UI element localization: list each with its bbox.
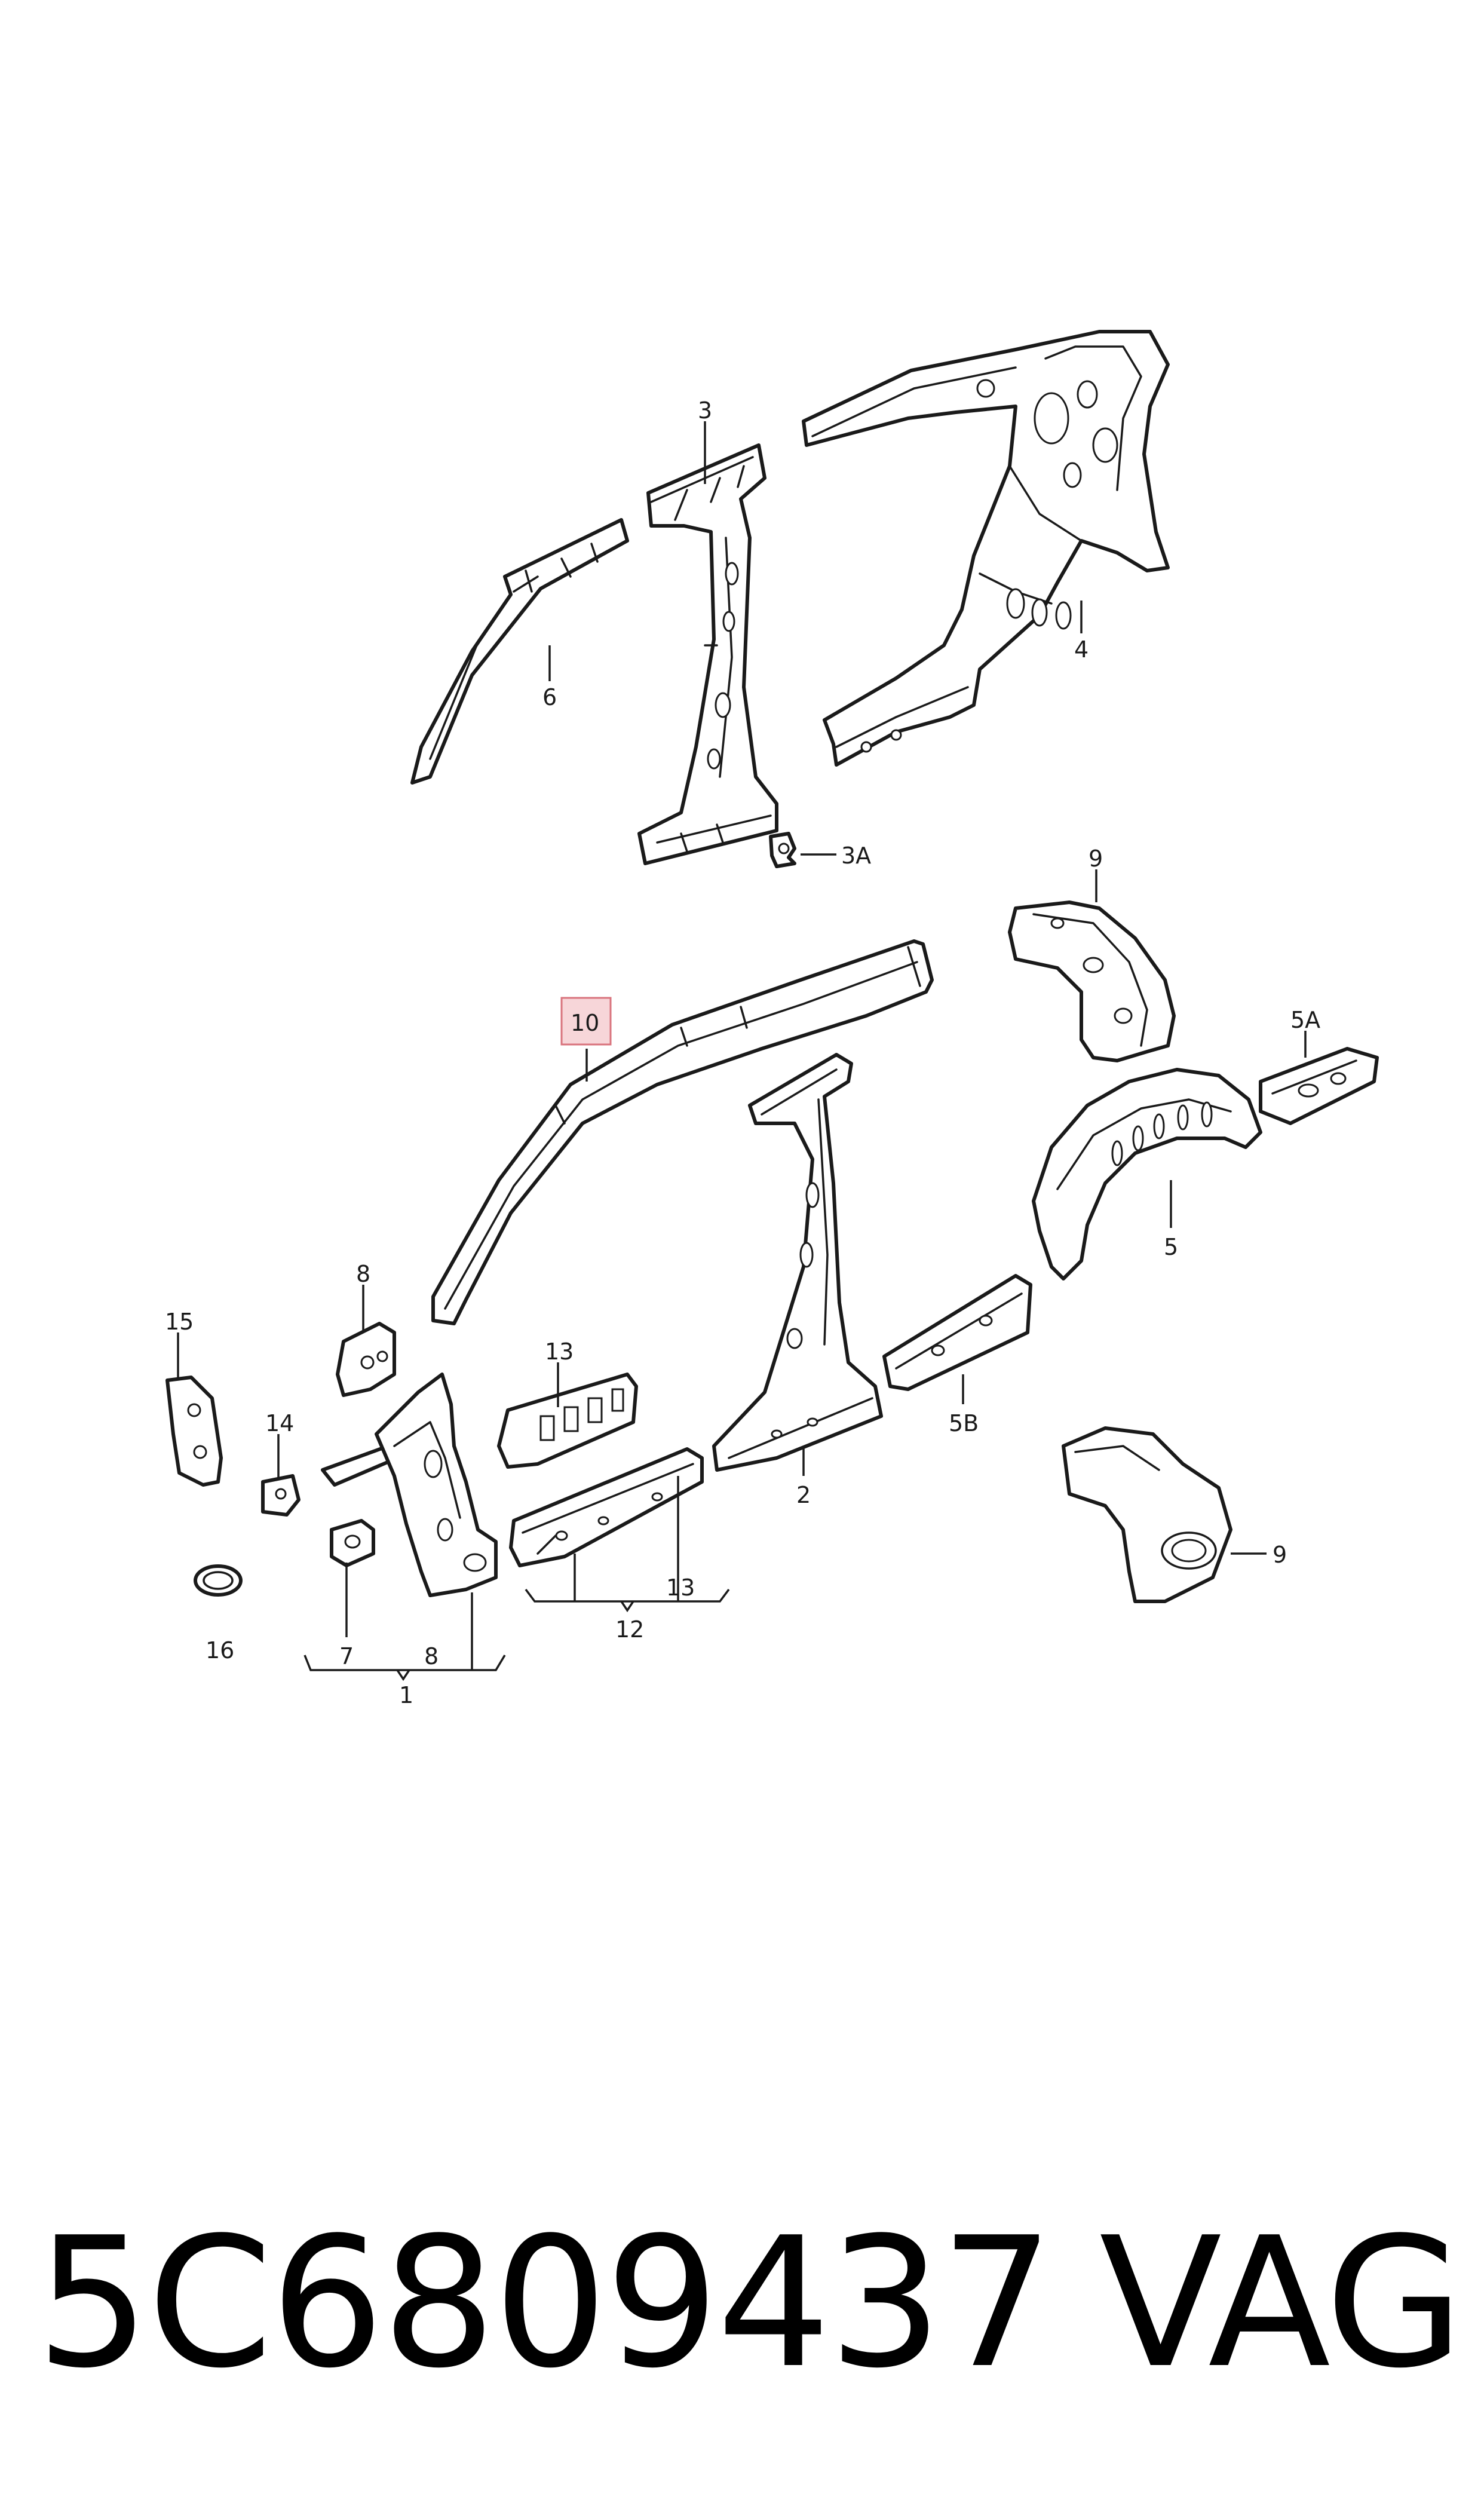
part-number: 5C6809437 — [36, 2199, 1054, 2407]
callout-13-lower: 13 — [666, 1574, 695, 1601]
part-8-small-bracket[interactable] — [336, 1322, 396, 1397]
callout-4: 4 — [1074, 636, 1089, 663]
callout-10: 10 — [571, 1010, 599, 1036]
part-16-grommet[interactable] — [194, 1564, 243, 1597]
brand-label: VAG — [1099, 2199, 1464, 2407]
callout-9-upper: 9 — [1089, 846, 1103, 872]
callout-6: 6 — [542, 684, 557, 710]
callout-8-upper: 8 — [356, 1261, 370, 1287]
part-9-lower-corner[interactable] — [1062, 1426, 1232, 1603]
callout-3a: 3A — [841, 843, 871, 869]
callout-1: 1 — [399, 1682, 413, 1708]
part-14-clip[interactable] — [261, 1474, 301, 1517]
callout-9-lower: 9 — [1273, 1542, 1287, 1568]
callout-16: 16 — [206, 1637, 234, 1664]
callout-3: 3 — [698, 397, 712, 424]
callout-12: 12 — [615, 1616, 644, 1643]
callout-labels: 3 4 6 3A 9 10 5A 8 5 15 13 14 2 5B 9 16 … — [165, 397, 1320, 1708]
part-1-a-pillar-lower[interactable] — [321, 1373, 498, 1597]
callout-2: 2 — [796, 1482, 811, 1508]
callout-8-lower: 8 — [424, 1643, 439, 1670]
callout-13-upper: 13 — [545, 1338, 574, 1365]
part-6-a-pillar-strip[interactable] — [410, 518, 629, 785]
callout-15: 15 — [165, 1309, 194, 1335]
part-5-wheelhouse[interactable] — [1032, 1068, 1262, 1281]
part-12-front-sill[interactable] — [509, 1447, 704, 1567]
part-5a-bracket[interactable] — [1259, 1047, 1379, 1125]
callout-14: 14 — [265, 1410, 294, 1436]
callout-7: 7 — [339, 1643, 354, 1670]
highlight-box-10 — [560, 997, 612, 1046]
part-4-rear-quarter-inner[interactable] — [802, 330, 1170, 767]
part-10-roof-rail[interactable] — [431, 939, 934, 1325]
callout-5a: 5A — [1290, 1007, 1320, 1033]
leader-lines — [177, 421, 1307, 1681]
callout-5: 5 — [1164, 1234, 1178, 1260]
callout-5b: 5B — [949, 1410, 979, 1436]
part-2-b-pillar-outer[interactable] — [712, 1053, 883, 1472]
part-9-upper-corner[interactable] — [1008, 900, 1176, 1062]
part-13-reinforcement[interactable] — [497, 1373, 638, 1469]
part-7-block[interactable] — [330, 1519, 375, 1567]
part-5b-rear-sill[interactable] — [882, 1274, 1032, 1391]
part-15-plate[interactable] — [165, 1376, 223, 1487]
part-3a-clip[interactable] — [769, 832, 796, 868]
part-3-b-pillar[interactable] — [637, 443, 778, 865]
